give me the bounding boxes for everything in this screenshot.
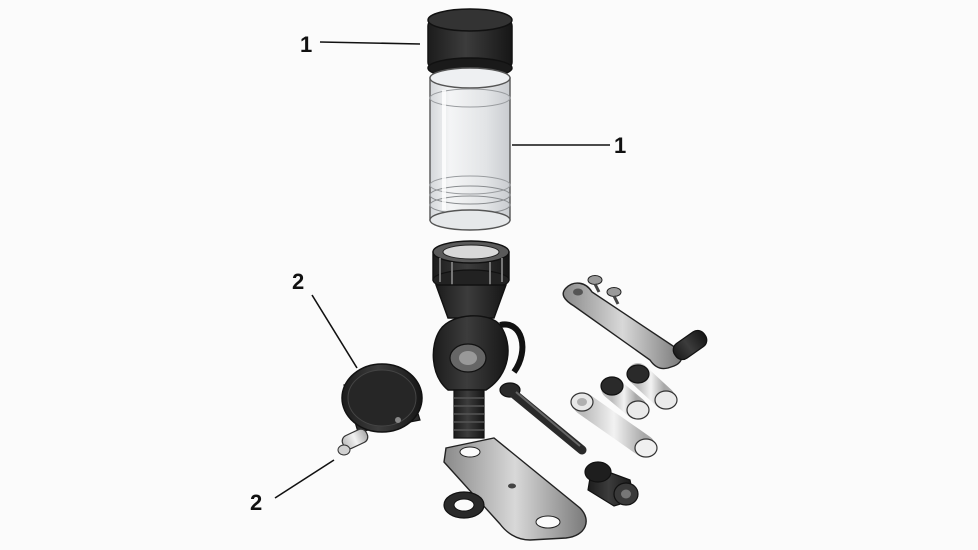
metering-insert-short [600, 376, 650, 420]
knob [584, 461, 639, 507]
metering-insert-tall [570, 392, 658, 458]
crank-handle [562, 282, 708, 370]
drop-tube [453, 389, 485, 439]
metering-drum [341, 363, 423, 433]
callout-label-1b: 1 [614, 133, 626, 158]
long-bolt [499, 382, 587, 455]
mounting-bracket [443, 437, 587, 541]
measuring-body [432, 284, 526, 391]
metering-insert-small [626, 363, 678, 410]
callout-label-2b: 2 [250, 490, 262, 515]
callout-label-1a: 1 [300, 32, 312, 57]
callout-2-bottom: 2 [250, 459, 335, 515]
lock-pin [337, 428, 369, 456]
callout-label-2a: 2 [292, 269, 304, 294]
callout-2-top: 2 [292, 269, 358, 369]
callout-1-right: 1 [512, 133, 626, 158]
callout-1-top: 1 [300, 32, 421, 57]
threaded-collar [432, 240, 510, 291]
reservoir-tube [429, 67, 511, 231]
washer [443, 491, 485, 519]
screws [587, 275, 622, 305]
